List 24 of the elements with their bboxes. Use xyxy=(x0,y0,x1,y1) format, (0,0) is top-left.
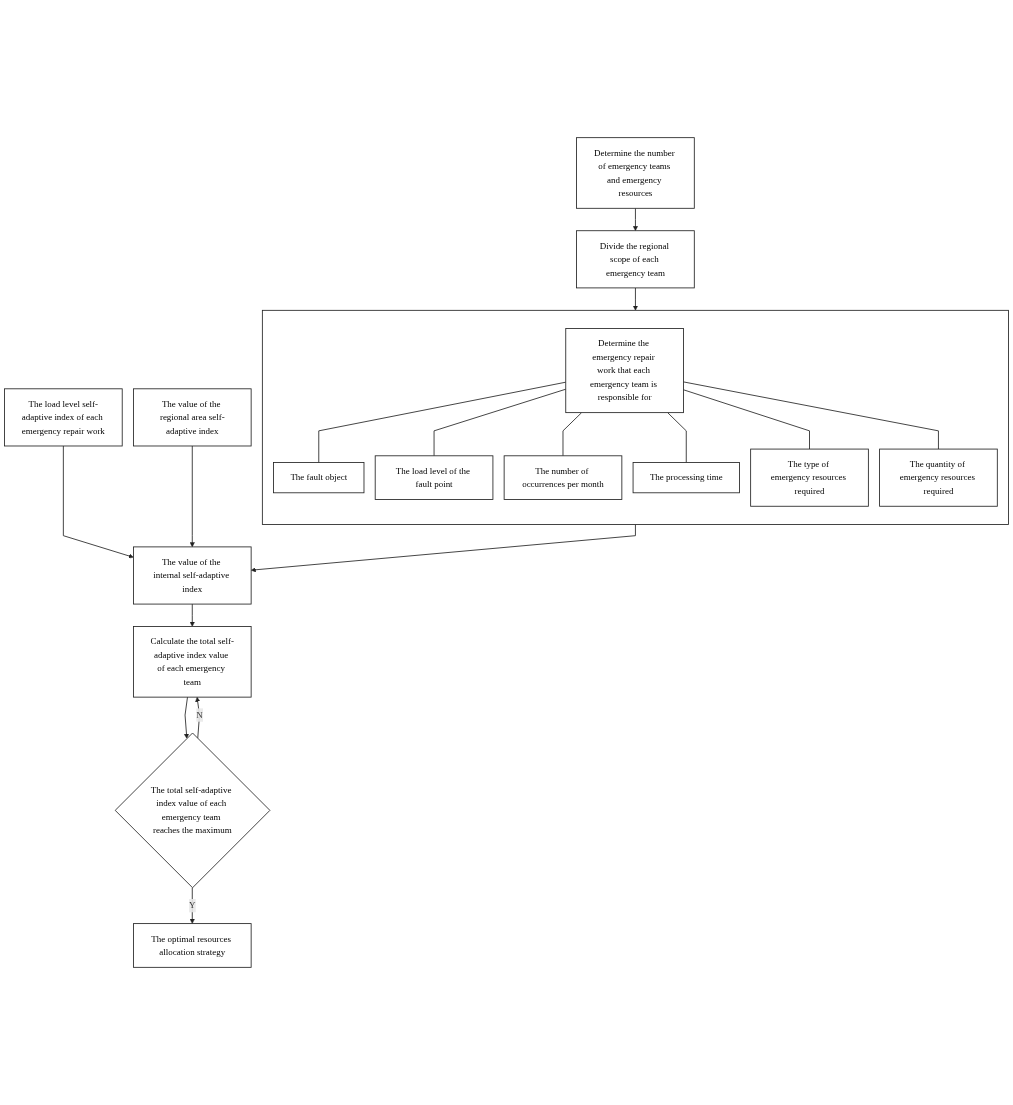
connector xyxy=(433,388,567,457)
node-box: The load level self-adaptive index of each emergency repair work xyxy=(4,388,123,447)
connector xyxy=(318,381,567,463)
edge-label: N xyxy=(196,710,203,720)
node-box: Determine the number of emergency teams and emergency resources xyxy=(576,137,695,209)
node-box: Determine the emergency repair work that each emergency team is responsible for xyxy=(565,328,684,414)
node-box: The quantity of emergency resources required xyxy=(879,448,998,507)
node-box: Divide the regional scope of each emergency team xyxy=(576,230,695,289)
connector xyxy=(683,389,810,450)
connector xyxy=(667,412,687,463)
connector xyxy=(683,381,939,450)
node-box: The processing time xyxy=(632,462,740,494)
node-box: The fault object xyxy=(273,462,365,494)
node-box: The value of the regional area self-adaptive index xyxy=(133,388,252,447)
edge-label: Y xyxy=(189,900,196,911)
node-box: The type of emergency resources required xyxy=(750,448,869,507)
node-diamond: The total self-adaptive index value of each emergency team reaches the maximum xyxy=(114,732,271,889)
node-box: The value of the internal self-adaptive index xyxy=(133,546,252,605)
node-box: The number of occurrences per month xyxy=(503,455,623,500)
node-box: The load level of the fault point xyxy=(374,455,494,500)
cluster xyxy=(261,309,1009,525)
node-box: The optimal resources allocation strategy xyxy=(133,923,252,968)
node-box: Calculate the total self-adaptive index value of each emergency team xyxy=(133,626,252,698)
connector xyxy=(562,412,583,457)
